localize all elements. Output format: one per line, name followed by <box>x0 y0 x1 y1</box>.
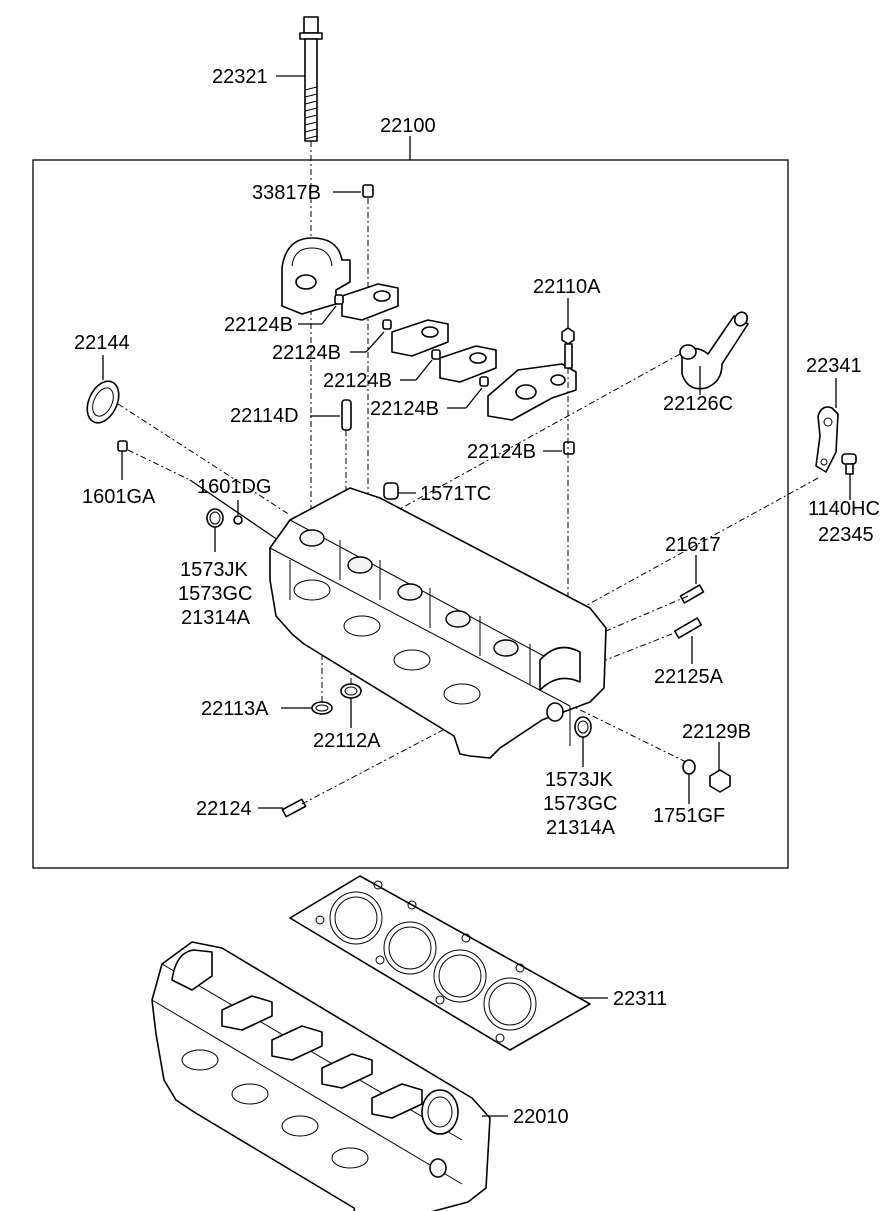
cam-cap-icon <box>487 363 577 421</box>
label-22110A: 22110A <box>533 276 601 298</box>
label-21314A-b: 21314A <box>546 817 616 839</box>
dowel-pin-icon <box>341 399 352 431</box>
label-1573JK-a: 1573JK <box>180 559 248 581</box>
cylinder-head-icon <box>269 487 607 759</box>
label-22126C: 22126C <box>663 393 733 415</box>
cam-cap-icon <box>439 345 497 383</box>
label-22124B-2: 22124B <box>272 342 341 364</box>
label-1573GC-a: 1573GC <box>178 583 253 605</box>
label-21314A-a: 21314A <box>181 607 251 629</box>
cam-cap-icon <box>341 283 399 321</box>
seal-icon <box>311 701 333 715</box>
label-33817B: 33817B <box>252 182 321 204</box>
seal-icon <box>340 683 362 699</box>
plug-icon <box>117 440 128 452</box>
label-1571TC: 1571TC <box>420 483 491 505</box>
cylinder-head-icon <box>151 941 491 1211</box>
bracket-icon <box>815 406 839 473</box>
dowel-pin-icon <box>362 184 374 198</box>
plug-icon <box>709 769 731 793</box>
oil-seal-icon <box>86 380 120 424</box>
head-bolt-icon <box>299 16 323 142</box>
label-22124B-5: 22124B <box>467 441 536 463</box>
label-22341: 22341 <box>806 355 862 377</box>
label-22010: 22010 <box>513 1106 569 1128</box>
water-elbow-icon <box>679 311 749 390</box>
bolt-icon <box>561 327 575 369</box>
label-22129B: 22129B <box>682 721 751 743</box>
label-22124B-4: 22124B <box>370 398 439 420</box>
cam-cap-icon <box>391 319 449 357</box>
label-1751GF: 1751GF <box>653 805 725 827</box>
label-22144: 22144 <box>74 332 130 354</box>
bolt-icon <box>841 453 857 475</box>
label-21617: 21617 <box>665 534 721 556</box>
seal-plug-icon <box>574 716 592 738</box>
head-gasket-icon <box>289 875 591 1051</box>
label-1573JK-b: 1573JK <box>545 769 613 791</box>
label-22321: 22321 <box>212 66 268 88</box>
label-22114D: 22114D <box>230 405 299 427</box>
seal-plug-icon <box>206 508 224 528</box>
label-22124B-1: 22124B <box>224 314 293 336</box>
label-22345: 22345 <box>818 524 874 546</box>
stud-icon <box>281 798 307 818</box>
label-22100: 22100 <box>380 115 436 137</box>
stud-icon <box>679 584 705 604</box>
label-1573GC-b: 1573GC <box>543 793 618 815</box>
label-1601GA: 1601GA <box>82 486 156 508</box>
cap-icon <box>383 482 399 500</box>
cam-cap-icon <box>281 237 351 315</box>
label-22113A: 22113A <box>201 698 269 720</box>
label-22112A: 22112A <box>313 730 381 752</box>
label-22311: 22311 <box>613 988 667 1010</box>
washer-icon <box>682 759 696 775</box>
label-22124B-3: 22124B <box>323 370 392 392</box>
label-22125A: 22125A <box>654 666 724 688</box>
label-1601DG: 1601DG <box>197 476 272 498</box>
label-22124: 22124 <box>196 798 252 820</box>
stud-icon <box>673 617 703 639</box>
label-1140HC: 1140HC <box>808 498 880 520</box>
